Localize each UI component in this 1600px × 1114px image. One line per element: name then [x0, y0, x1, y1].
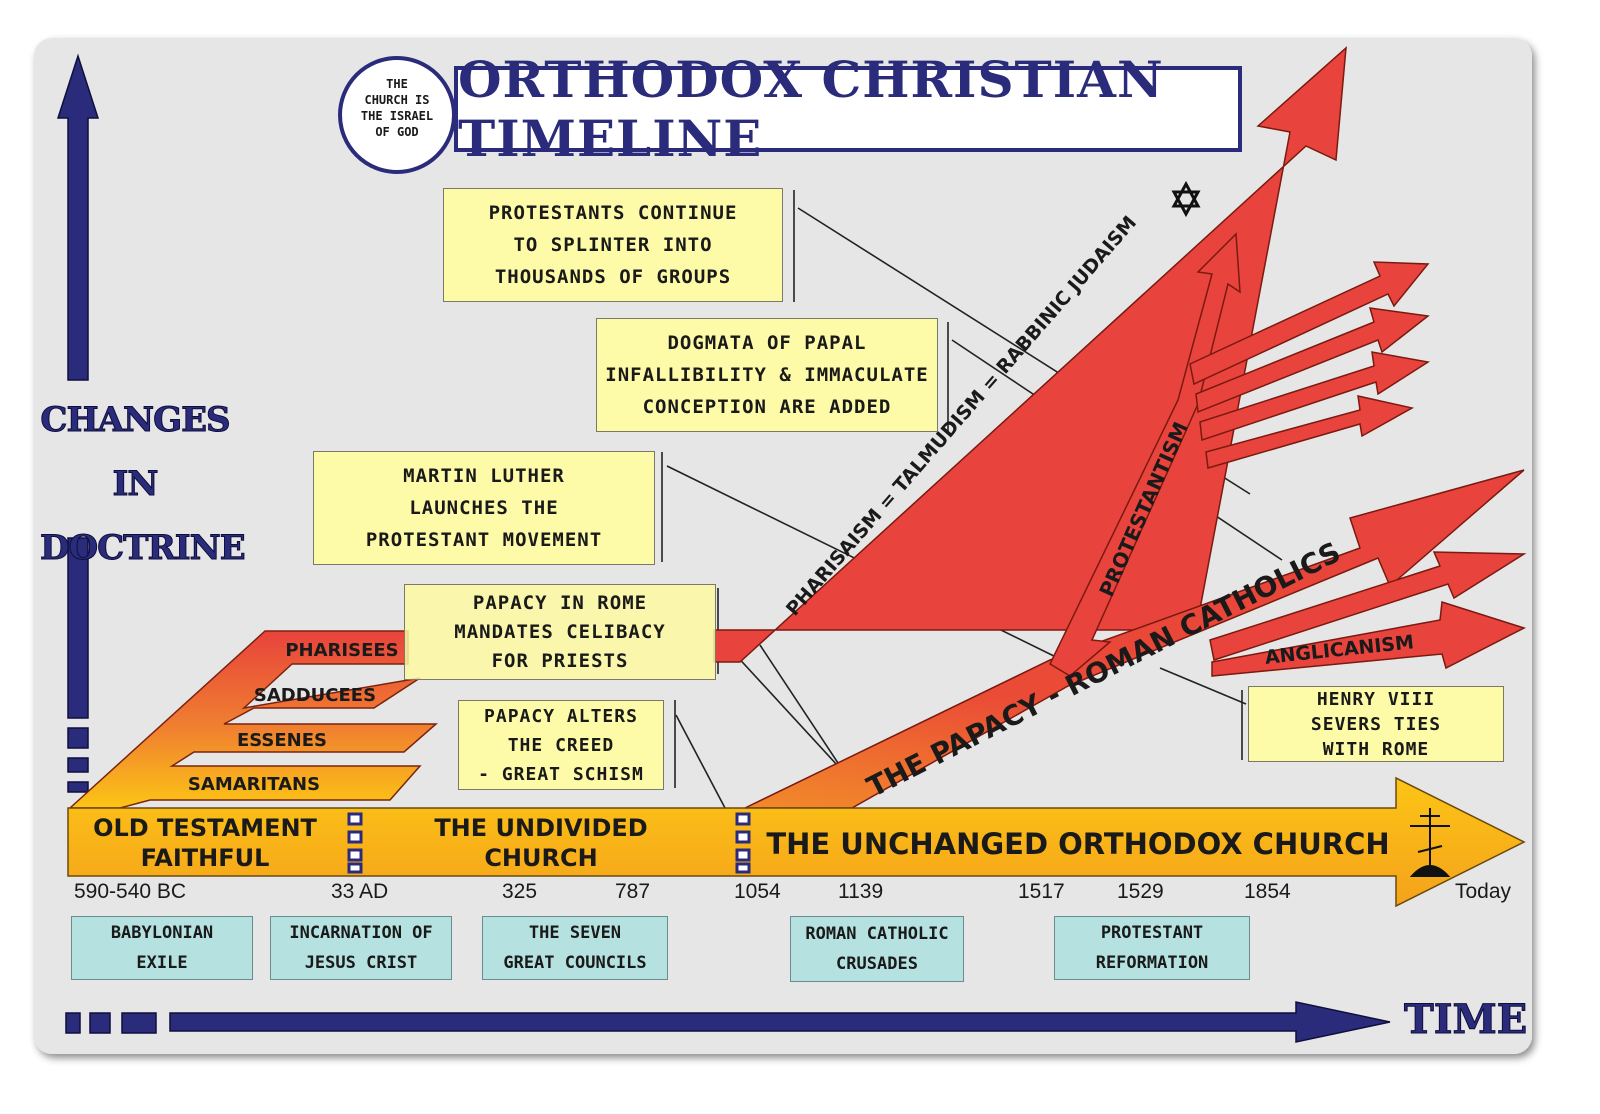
event-incarnation: INCARNATION OF JESUS CRIST	[270, 916, 452, 980]
y-axis-label: CHANGES IN DOCTRINE	[40, 400, 247, 569]
note-creed-schism: PAPACY ALTERS THE CREED - GREAT SCHISM	[458, 700, 664, 790]
event-babylonian-exile: BABYLONIAN EXILE	[71, 916, 253, 980]
essenes-label: ESSENES	[237, 730, 327, 751]
year-label: 1517	[1018, 880, 1065, 903]
year-label: 1054	[734, 880, 781, 903]
event-crusades: ROMAN CATHOLIC CRUSADES	[790, 916, 964, 982]
year-label: 33 AD	[331, 880, 389, 903]
orthodox-band-arrow	[67, 776, 1526, 908]
year-label: 325	[502, 880, 538, 903]
year-label: 590-540 BC	[74, 880, 187, 903]
protestantism-arrows	[1049, 232, 1431, 677]
papacy-arrow	[744, 469, 1525, 809]
x-axis-label: TIME	[1403, 996, 1528, 1044]
band-separators	[347, 812, 751, 874]
event-seven-councils: THE SEVEN GREAT COUNCILS	[482, 916, 668, 980]
horizontal-axis-arrow	[65, 1001, 1391, 1043]
church-seal: THE CHURCH IS THE ISRAEL OF GOD	[338, 56, 456, 174]
note-henry-viii: HENRY VIII SEVERS TIES WITH ROME	[1248, 686, 1504, 762]
vertical-axis-arrow	[56, 53, 100, 793]
year-label: 1529	[1117, 880, 1164, 903]
year-label: 1854	[1244, 880, 1291, 903]
orthodox-cross-icon	[1409, 808, 1451, 877]
event-reformation: PROTESTANT REFORMATION	[1054, 916, 1250, 980]
background-panel	[34, 38, 1532, 1054]
catholic-branch-arrows	[1209, 551, 1527, 677]
year-label: 787	[615, 880, 651, 903]
note-papal-dogmata: DOGMATA OF PAPAL INFALLIBILITY & IMMACUL…	[596, 318, 938, 432]
star-of-david-icon	[1171, 180, 1201, 218]
band-label-orthodox: THE UNCHANGED ORTHODOX CHURCH	[766, 827, 1389, 861]
note-celibacy: PAPACY IN ROME MANDATES CELIBACY FOR PRI…	[404, 584, 716, 680]
page-title: ORTHODOX CHRISTIAN TIMELINE	[454, 50, 1242, 168]
year-label: 1139	[838, 880, 884, 903]
seal-text: THE CHURCH IS THE ISRAEL OF GOD	[360, 77, 434, 139]
note-protestants-splinter: PROTESTANTS CONTINUE TO SPLINTER INTO TH…	[443, 188, 783, 302]
pharisees-label: PHARISEES	[285, 640, 398, 661]
year-label: Today	[1455, 880, 1512, 903]
note-martin-luther: MARTIN LUTHER LAUNCHES THE PROTESTANT MO…	[313, 451, 655, 565]
samaritans-label: SAMARITANS	[188, 774, 320, 795]
sadducees-label: SADDUCEES	[254, 685, 376, 706]
